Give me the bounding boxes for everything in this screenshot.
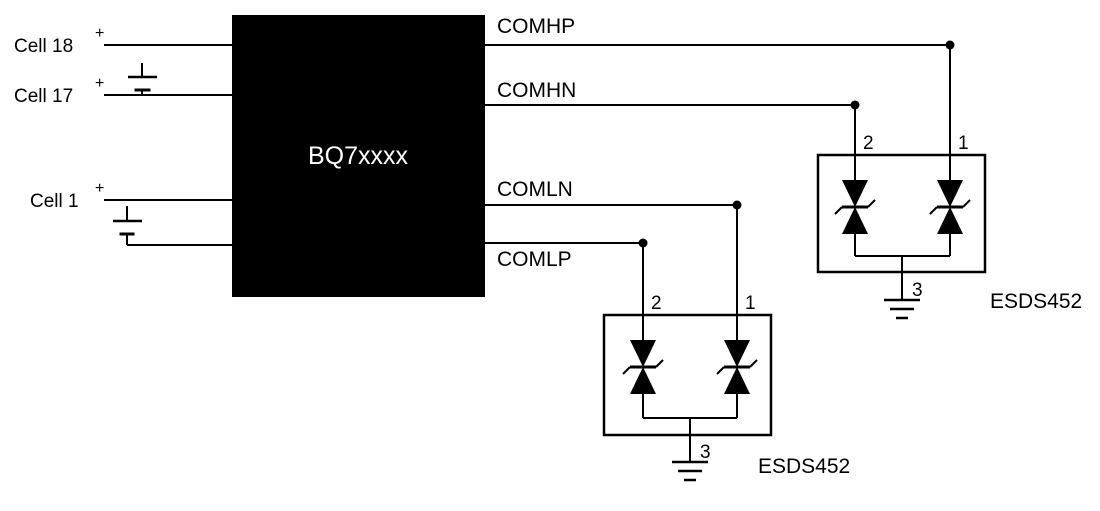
esd-device-upper: 2 1 3 ESDS452 <box>816 133 1082 320</box>
pin-2-label-upper: 2 <box>863 133 874 154</box>
tvs-diode-upper-left <box>834 155 876 256</box>
tvs-diode-upper-right <box>929 155 971 256</box>
diode-triangle-down <box>937 180 963 207</box>
ground-symbol-lower <box>672 460 708 482</box>
cell-wires <box>104 44 232 246</box>
zener-tick <box>622 366 631 375</box>
zener-tick <box>867 199 876 208</box>
cell-1-polarity: + <box>95 180 104 197</box>
battery-symbol-cell17 <box>128 63 157 95</box>
pin-1-label-upper: 1 <box>958 133 969 154</box>
esd-box <box>816 153 987 274</box>
diode-triangle-up <box>842 207 868 234</box>
signal-comhn-label: COMHN <box>497 79 576 102</box>
junction-dot-comlp <box>638 238 648 248</box>
diode-triangle-up <box>724 367 750 394</box>
esd-device-name-lower: ESDS452 <box>758 455 850 478</box>
zener-tick <box>962 199 971 208</box>
zener-tick <box>929 206 938 215</box>
junction-dot-comhn <box>850 100 860 110</box>
diode-triangle-down <box>630 340 656 367</box>
cell-17-label: Cell 17 <box>14 86 73 107</box>
tvs-diode-lower-right <box>716 315 758 418</box>
cell-17-polarity: + <box>95 75 104 92</box>
wire-comhn <box>485 104 856 155</box>
pin-3-label-upper: 3 <box>912 280 923 301</box>
esd-device-lower: 2 1 3 ESDS452 <box>602 293 850 482</box>
signal-comlp-label: COMLP <box>497 248 572 271</box>
esd-device-name-upper: ESDS452 <box>990 290 1082 313</box>
tvs-diode-lower-left <box>622 315 664 418</box>
junction-dot-comln <box>732 200 742 210</box>
bq-chip: BQ7xxxx <box>232 15 485 297</box>
zener-tick <box>834 206 843 215</box>
diode-triangle-down <box>724 340 750 367</box>
pin-1-label-lower: 1 <box>745 293 756 314</box>
cell-18-polarity: + <box>95 25 104 42</box>
ground-symbol-upper <box>884 298 920 320</box>
signal-comhp-label: COMHP <box>497 15 575 38</box>
battery-symbol-cell1 <box>113 206 142 245</box>
pin-2-label-lower: 2 <box>651 293 662 314</box>
zener-tick <box>716 366 725 375</box>
chip-label: BQ7xxxx <box>308 142 409 170</box>
junction-dot-comhp <box>945 40 955 50</box>
diode-triangle-up <box>630 367 656 394</box>
esd-box <box>602 313 773 437</box>
pin-3-label-lower: 3 <box>700 442 711 463</box>
diode-triangle-down <box>842 180 868 207</box>
signal-comln-label: COMLN <box>497 178 573 201</box>
zener-tick <box>655 359 664 368</box>
cell-1-label: Cell 1 <box>30 191 79 212</box>
diode-triangle-up <box>937 207 963 234</box>
cell-18-label: Cell 18 <box>14 36 73 57</box>
zener-tick <box>749 359 758 368</box>
bq-chip-body <box>232 15 485 297</box>
